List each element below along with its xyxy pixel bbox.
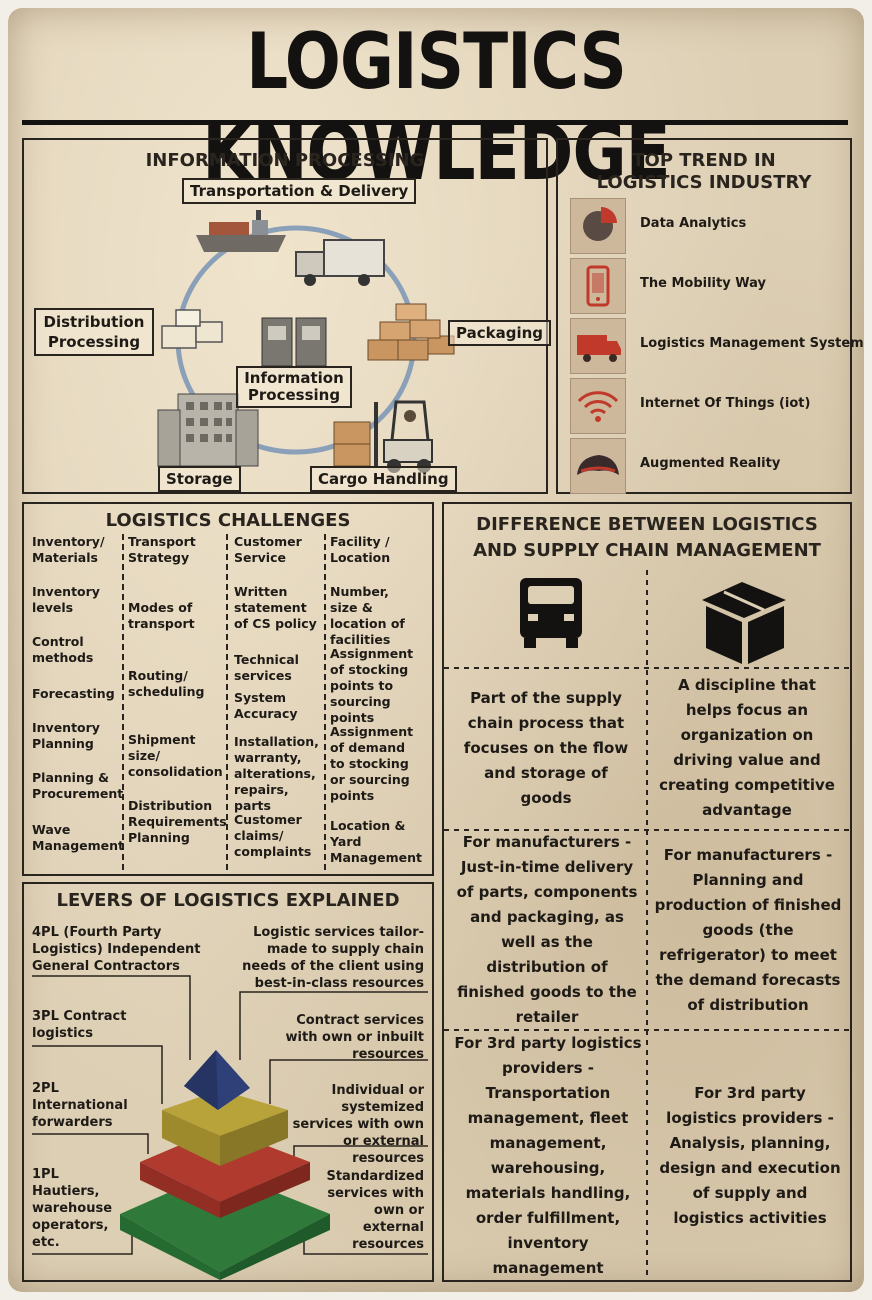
challenge-item: Routing/ scheduling bbox=[128, 668, 205, 699]
pyramid-tier-3pl bbox=[162, 1090, 288, 1166]
challenge-item: Customer claims/ complaints bbox=[234, 812, 312, 859]
ship-icon bbox=[196, 210, 286, 252]
scm-manufacturers: For manufacturers - Planning and product… bbox=[654, 845, 842, 1014]
delivery-truck-icon bbox=[295, 239, 385, 286]
challenge-item: Location & Yard Management bbox=[330, 818, 423, 865]
lever-1pl-description: Standardized services with own or extern… bbox=[326, 1169, 424, 1252]
trend-label: Augmented Reality bbox=[640, 456, 781, 471]
column-divider bbox=[122, 534, 124, 870]
lever-4pl: 4PL (Fourth Party Logistics) Independent… bbox=[32, 925, 201, 974]
column-divider bbox=[226, 534, 228, 870]
information-processing-label: Information Processing bbox=[236, 366, 352, 408]
wifi-icon bbox=[570, 378, 626, 434]
challenge-item: Number, size & location of facilities bbox=[330, 584, 405, 647]
challenge-item: Distribution Requirements Planning bbox=[128, 798, 227, 845]
trend-item: Logistics Management System bbox=[570, 318, 864, 374]
challenge-item: Forecasting bbox=[32, 686, 115, 701]
trend-item: Data Analytics bbox=[570, 198, 846, 254]
levers-panel: LEVERS OF LOGISTICS EXPLAINED bbox=[22, 882, 434, 1282]
column-header: Facility / Location bbox=[330, 534, 391, 565]
pyramid-tier-1pl bbox=[120, 1170, 330, 1280]
mobile-phone-icon bbox=[570, 258, 626, 314]
difference-panel: DIFFERENCE BETWEEN LOGISTICS AND SUPPLY … bbox=[442, 502, 852, 1282]
package-box-icon bbox=[702, 582, 786, 664]
challenge-item: Assignment of stocking points to sourcin… bbox=[330, 646, 414, 725]
challenge-item: Written statement of CS policy bbox=[234, 584, 317, 631]
cargo-handling-label: Cargo Handling bbox=[310, 466, 457, 492]
challenge-item: System Accuracy bbox=[234, 690, 298, 721]
trend-item: Internet Of Things (iot) bbox=[570, 378, 846, 434]
transportation-delivery-label: Transportation & Delivery bbox=[182, 178, 417, 204]
difference-title: DIFFERENCE BETWEEN LOGISTICS AND SUPPLY … bbox=[473, 514, 821, 561]
challenge-column-facility: Facility / Location Number, size & locat… bbox=[330, 534, 426, 874]
warehouse-building-icon bbox=[157, 393, 259, 467]
logistics-manufacturers: For manufacturers - Just-in-time deliver… bbox=[456, 833, 638, 1026]
challenge-item: Assignment of demand to stocking or sour… bbox=[330, 724, 414, 803]
packaging-label: Packaging bbox=[448, 320, 551, 346]
trend-label: The Mobility Way bbox=[640, 276, 766, 291]
packaging-boxes-icon bbox=[367, 303, 455, 361]
column-header: Inventory/ Materials bbox=[32, 534, 105, 565]
lever-1pl: 1PL Hautiers, warehouse operators, etc. bbox=[32, 1167, 113, 1250]
lever-4pl-description: Logistic services tailor-made to supply … bbox=[242, 925, 424, 991]
pyramid-tier-4pl bbox=[184, 1050, 250, 1110]
column-header: Transport Strategy bbox=[128, 534, 196, 565]
title-rule bbox=[22, 120, 848, 125]
challenge-column-inventory: Inventory/ Materials Inventory levels Co… bbox=[32, 534, 125, 874]
challenge-item: Control methods bbox=[32, 634, 94, 665]
levers-pyramid-diagram bbox=[32, 975, 428, 1280]
lever-3pl: 3PL Contract logistics bbox=[32, 1009, 127, 1041]
information-processing-panel: INFORMATION PROCESSING bbox=[22, 138, 551, 494]
challenge-item: Wave Management bbox=[32, 822, 125, 853]
vr-headset-icon bbox=[570, 438, 626, 494]
lever-2pl-description: Individual or systemized services with o… bbox=[292, 1083, 424, 1166]
challenge-column-customer-service: Customer Service Written statement of CS… bbox=[234, 534, 322, 874]
scm-3pl: For 3rd party logistics providers - Anal… bbox=[659, 1084, 841, 1227]
challenge-item: Planning & Procurement bbox=[32, 770, 124, 801]
scm-definition: A discipline that helps focus an organiz… bbox=[659, 676, 835, 819]
challenge-item: Inventory Planning bbox=[32, 720, 100, 751]
storage-label: Storage bbox=[158, 466, 241, 492]
challenge-column-transport: Transport Strategy Modes of transport Ro… bbox=[128, 534, 227, 874]
truck-icon bbox=[570, 318, 626, 374]
logistics-definition: Part of the supply chain process that fo… bbox=[463, 688, 629, 807]
forklift-icon bbox=[333, 400, 433, 473]
lever-2pl: 2PL International forwarders bbox=[32, 1081, 128, 1130]
column-header: Customer Service bbox=[234, 534, 302, 565]
challenge-item: Technical services bbox=[234, 652, 299, 683]
difference-grid bbox=[444, 570, 850, 1280]
open-boxes-icon bbox=[161, 309, 223, 349]
top-trends-panel: TOP TREND IN LOGISTICS INDUSTRY Data Ana… bbox=[556, 138, 864, 494]
column-divider bbox=[324, 534, 326, 870]
logistics-3pl: For 3rd party logistics providers - Tran… bbox=[454, 1034, 642, 1277]
poster: Logistics Knowledge INFORMATION PROCESSI… bbox=[8, 8, 864, 1292]
process-cycle-diagram bbox=[157, 210, 455, 473]
distribution-processing-label: Distribution Processing bbox=[34, 308, 154, 356]
trend-item: Augmented Reality bbox=[570, 438, 846, 494]
lever-3pl-description: Contract services with own or inbuilt re… bbox=[285, 1013, 424, 1062]
challenge-item: Inventory levels bbox=[32, 584, 100, 615]
top-trends-title: TOP TREND IN LOGISTICS INDUSTRY bbox=[596, 150, 812, 193]
trend-label: Data Analytics bbox=[640, 216, 747, 231]
trend-label: Logistics Management System bbox=[640, 336, 864, 351]
server-icon bbox=[261, 317, 327, 367]
challenge-item: Shipment size/ consolidation bbox=[128, 732, 223, 779]
information-processing-title: INFORMATION PROCESSING bbox=[145, 150, 425, 171]
logistics-challenges-panel: LOGISTICS CHALLENGES Inventory/ Material… bbox=[22, 502, 434, 876]
pie-chart-icon bbox=[570, 198, 626, 254]
trend-label: Internet Of Things (iot) bbox=[640, 396, 811, 411]
delivery-truck-icon bbox=[520, 578, 582, 648]
challenge-item: Modes of transport bbox=[128, 600, 195, 631]
challenge-item: Installation, warranty, alterations, rep… bbox=[234, 734, 319, 813]
trend-item: The Mobility Way bbox=[570, 258, 846, 314]
logistics-challenges-title: LOGISTICS CHALLENGES bbox=[105, 510, 351, 531]
levers-title: LEVERS OF LOGISTICS EXPLAINED bbox=[56, 890, 400, 911]
